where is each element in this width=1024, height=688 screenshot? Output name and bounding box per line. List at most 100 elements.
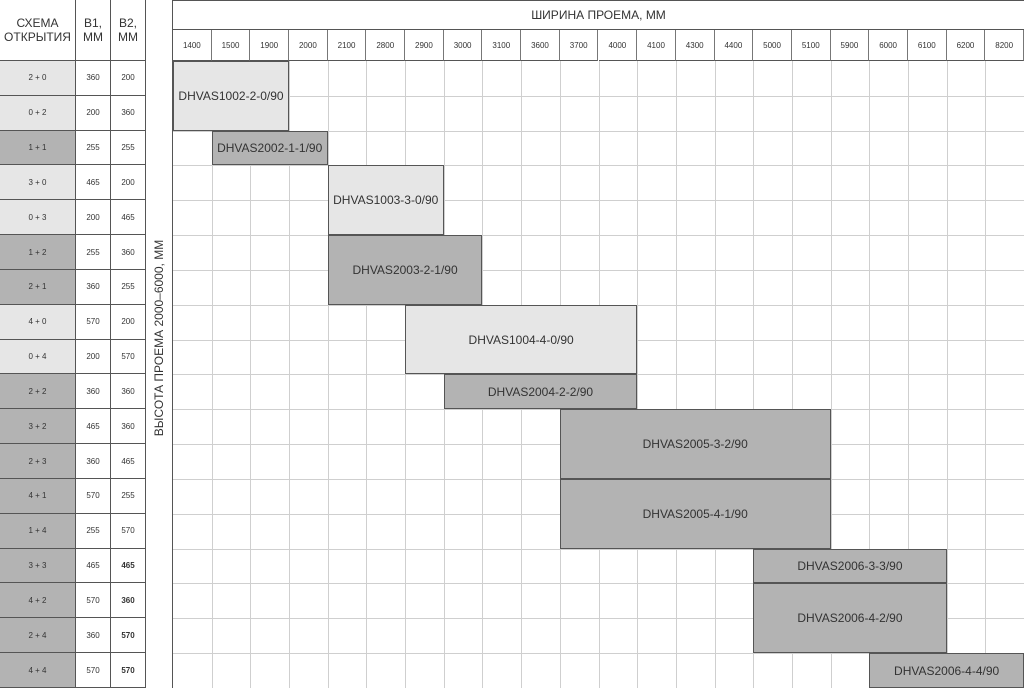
width-column-header: 3100 [482, 30, 522, 61]
b2-cell: 570 [111, 618, 146, 654]
width-column-header: 1400 [173, 30, 212, 61]
vertical-height-label: ВЫСОТА ПРОЕМА 2000–6000, ММ [152, 239, 166, 437]
model-block: DHVAS2004-2-2/90 [443, 374, 638, 410]
scheme-cell: 2 + 2 [0, 374, 76, 410]
width-column-header: 3700 [559, 30, 599, 61]
model-block: DHVAS1002-2-0/90 [173, 61, 290, 131]
width-column-header: 4100 [637, 30, 676, 61]
scheme-cell: 1 + 2 [0, 235, 76, 270]
width-column-header: 2900 [405, 30, 444, 61]
grid-hline [173, 583, 1024, 585]
width-column-header: 3600 [521, 30, 560, 61]
b1-cell: 200 [76, 200, 111, 236]
model-block: DHVAS1004-4-0/90 [405, 304, 638, 375]
grid-hline [173, 200, 1024, 202]
grid-hline [173, 653, 1024, 655]
b2-cell: 360 [111, 95, 146, 131]
b1-cell: 360 [76, 269, 111, 305]
b1-cell: 465 [76, 548, 111, 584]
b1-cell: 200 [76, 339, 111, 375]
b2-cell: 360 [111, 235, 146, 270]
b1-cell: 255 [76, 513, 111, 549]
grid-hline [173, 235, 1024, 237]
b1-header: B1, MM [76, 0, 111, 61]
width-column-header: 1900 [250, 30, 290, 61]
width-column-header: 4300 [675, 30, 715, 61]
grid-hline [173, 130, 1024, 132]
width-column-header: 1500 [211, 30, 251, 61]
b2-cell: 360 [111, 409, 146, 445]
model-block: DHVAS2002-1-1/90 [211, 130, 328, 166]
b1-cell: 360 [76, 374, 111, 410]
b2-cell: 200 [111, 165, 146, 201]
width-column-header: 6100 [907, 30, 947, 61]
width-column-header: 5900 [830, 30, 870, 61]
vertical-label-column: ВЫСОТА ПРОЕМА 2000–6000, ММ [146, 0, 173, 688]
scheme-cell: 1 + 1 [0, 130, 76, 166]
model-block: DHVAS2006-3-3/90 [753, 548, 947, 584]
b1-cell: 465 [76, 409, 111, 445]
b2-cell: 465 [111, 548, 146, 584]
b2-cell: 465 [111, 444, 146, 479]
grid-hline [173, 618, 1024, 620]
b2-cell: 570 [111, 653, 146, 688]
scheme-cell: 4 + 0 [0, 304, 76, 340]
b1-cell: 360 [76, 444, 111, 479]
b1-cell: 570 [76, 653, 111, 688]
b2-cell: 255 [111, 478, 146, 514]
grid-hline [173, 269, 1024, 271]
scheme-cell: 4 + 1 [0, 478, 76, 514]
b1-cell: 360 [76, 618, 111, 654]
b2-cell: 255 [111, 130, 146, 166]
width-column-header: 8200 [985, 30, 1024, 61]
b2-cell: 200 [111, 304, 146, 340]
b1-cell: 200 [76, 95, 111, 131]
width-column-header: 5100 [791, 30, 831, 61]
width-column-header: 2800 [366, 30, 406, 61]
model-block: DHVAS1003-3-0/90 [327, 165, 444, 236]
b2-cell: 360 [111, 583, 146, 619]
width-column-header: 3000 [443, 30, 483, 61]
model-block: DHVAS2005-3-2/90 [559, 409, 831, 479]
scheme-cell: 0 + 2 [0, 95, 76, 131]
width-column-header: 2100 [327, 30, 367, 61]
scheme-cell: 4 + 4 [0, 653, 76, 688]
grid-hline [173, 548, 1024, 550]
scheme-header: СХЕМА ОТКРЫТИЯ [0, 0, 76, 61]
b2-cell: 465 [111, 200, 146, 236]
scheme-cell: 2 + 0 [0, 61, 76, 96]
scheme-cell: 2 + 1 [0, 269, 76, 305]
model-block: DHVAS2006-4-2/90 [753, 583, 947, 654]
scheme-cell: 1 + 4 [0, 513, 76, 549]
model-block: DHVAS2003-2-1/90 [327, 235, 483, 305]
b1-cell: 570 [76, 304, 111, 340]
scheme-cell: 3 + 3 [0, 548, 76, 584]
width-column-header: 5000 [753, 30, 792, 61]
scheme-cell: 0 + 3 [0, 200, 76, 236]
width-column-header: 6200 [946, 30, 986, 61]
model-block: DHVAS2006-4-4/90 [869, 653, 1024, 688]
model-block: DHVAS2005-4-1/90 [559, 478, 831, 549]
b1-cell: 360 [76, 61, 111, 96]
b1-cell: 570 [76, 478, 111, 514]
b2-header: B2, MM [111, 0, 146, 61]
grid-hline [173, 165, 1024, 167]
b2-cell: 360 [111, 374, 146, 410]
width-column-header: 4000 [598, 30, 638, 61]
scheme-cell: 2 + 4 [0, 618, 76, 654]
width-column-header: 6000 [869, 30, 908, 61]
scheme-cell: 3 + 0 [0, 165, 76, 201]
width-column-header: 2000 [289, 30, 328, 61]
b1-cell: 570 [76, 583, 111, 619]
width-column-header: 4400 [714, 30, 754, 61]
b2-cell: 570 [111, 513, 146, 549]
b1-cell: 465 [76, 165, 111, 201]
scheme-cell: 3 + 2 [0, 409, 76, 445]
b2-cell: 255 [111, 269, 146, 305]
scheme-cell: 2 + 3 [0, 444, 76, 479]
grid-hline [173, 95, 1024, 97]
scheme-cell: 4 + 2 [0, 583, 76, 619]
scheme-cell: 0 + 4 [0, 339, 76, 375]
b1-cell: 255 [76, 235, 111, 270]
b2-cell: 570 [111, 339, 146, 375]
